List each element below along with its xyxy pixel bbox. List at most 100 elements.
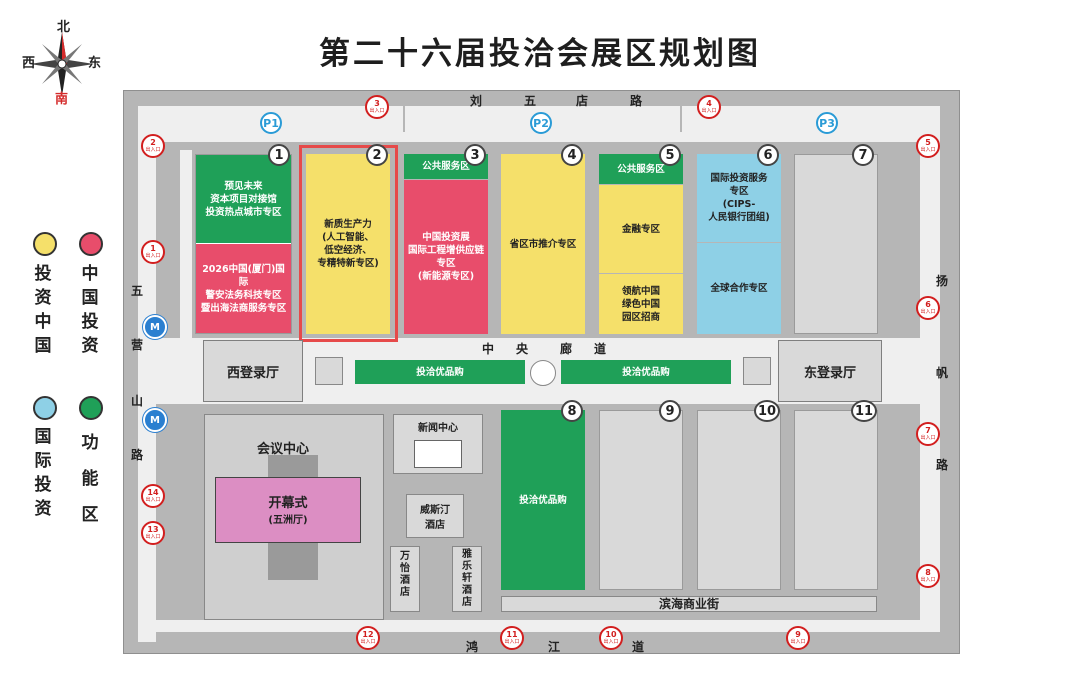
compass-west: 西	[22, 56, 36, 71]
road-north-3: 店	[576, 94, 589, 108]
road-east-3: 路	[936, 458, 949, 472]
hall-1-number: 1	[268, 144, 290, 166]
metro-icon[interactable]: M	[143, 408, 167, 432]
corridor-plaza-circle	[530, 360, 556, 386]
hall-1-top-zone[interactable]: 预见未来 资本项目对接馆 投资热点城市专区	[196, 155, 291, 243]
compass-south: 南	[55, 92, 69, 107]
opening-hall-label: 开幕式	[268, 496, 308, 511]
hall-5-finance-zone[interactable]: 金融专区	[599, 185, 683, 273]
road-west-1: 五	[131, 284, 144, 298]
east-lobby[interactable]: 东登录厅	[778, 340, 882, 402]
compass-east: 东	[88, 56, 102, 71]
road-east-1: 扬	[936, 274, 949, 288]
legend-yellow-dot	[33, 232, 57, 256]
road-north-1: 刘	[470, 94, 483, 108]
compass-north: 北	[57, 20, 71, 35]
legend-blue-dot	[33, 396, 57, 420]
hall-10[interactable]	[697, 410, 781, 590]
news-center-label: 新闻中心	[418, 423, 458, 434]
hall-7[interactable]	[794, 154, 878, 334]
hall-2-zone[interactable]: 新质生产力 (人工智能、 低空经济、 专精特新专区)	[306, 154, 390, 334]
legend-blue-label: 国际投资	[34, 427, 52, 519]
binhai-street[interactable]: 滨海商业街	[501, 596, 877, 612]
road-segment	[180, 150, 192, 340]
road-segment	[138, 132, 156, 642]
corridor-shop-east[interactable]: 投洽优品购	[561, 360, 731, 384]
hall-1-bottom-zone[interactable]: 2026中国(厦门)国际 警安法务科技专区 暨出海法商服务专区	[196, 244, 291, 333]
hall-3-number: 3	[464, 144, 486, 166]
road-south-3: 道	[632, 640, 645, 654]
legend-green-label: 功能区	[81, 433, 99, 525]
courtyard-hotel[interactable]: 万 怡 酒 店	[390, 546, 420, 612]
west-lobby[interactable]: 西登录厅	[203, 340, 303, 402]
legend-green-dot	[79, 396, 103, 420]
corridor-block	[743, 357, 771, 385]
corridor-2: 央	[516, 342, 529, 356]
hall-9[interactable]	[599, 410, 683, 590]
westin-hotel[interactable]: 威斯汀 酒店	[406, 494, 464, 538]
hall-8-number: 8	[561, 400, 583, 422]
hall-6-number: 6	[757, 144, 779, 166]
news-center[interactable]: 新闻中心	[393, 414, 483, 474]
aloft-hotel[interactable]: 雅 乐 轩 酒 店	[452, 546, 482, 612]
road-segment	[156, 338, 926, 358]
parking-p1-icon[interactable]: P1	[260, 112, 282, 134]
road-east-2: 帆	[936, 366, 949, 380]
hall-4-zone[interactable]: 省区市推介专区	[501, 154, 585, 334]
road-segment	[138, 620, 938, 632]
corridor-shop-west[interactable]: 投洽优品购	[355, 360, 525, 384]
compass-rose-icon	[30, 32, 94, 96]
opening-hall-sublabel: (五洲厅)	[268, 515, 308, 526]
opening-hall[interactable]: 开幕式 (五洲厅)	[215, 477, 361, 543]
map-title: 第二十六届投洽会展区规划图	[319, 36, 761, 72]
road-south-2: 江	[548, 640, 561, 654]
hall-9-number: 9	[659, 400, 681, 422]
road-south-1: 鸿	[466, 640, 479, 654]
hall-7-number: 7	[852, 144, 874, 166]
parking-p3-icon[interactable]: P3	[816, 112, 838, 134]
hall-6-bottom-zone[interactable]: 全球合作专区	[697, 243, 781, 334]
road-segment	[920, 132, 940, 632]
road-west-3: 山	[131, 394, 144, 408]
road-north-4: 路	[630, 94, 643, 108]
road-segment	[682, 106, 940, 132]
road-west-4: 路	[131, 448, 144, 462]
hall-3-zone[interactable]: 中国投资展 国际工程增供应链 专区 (新能源专区)	[404, 180, 488, 334]
hall-11-number: 11	[851, 400, 877, 422]
hall-8-zone[interactable]: 投洽优品购	[501, 410, 585, 590]
road-north-2: 五	[524, 94, 537, 108]
metro-icon[interactable]: M	[143, 315, 167, 339]
parking-p2-icon[interactable]: P2	[530, 112, 552, 134]
hall-5-number: 5	[659, 144, 681, 166]
road-west-2: 营	[131, 338, 144, 352]
news-center-room	[414, 440, 462, 468]
corridor-3: 廊	[560, 342, 573, 356]
hall-11[interactable]	[794, 410, 878, 590]
legend-yellow-label: 投资中国	[34, 264, 52, 356]
road-segment	[138, 132, 940, 142]
conference-center-label: 会议中心	[257, 442, 310, 457]
corridor-4: 道	[594, 342, 607, 356]
hall-2-highlight	[299, 145, 398, 342]
hall-4-number: 4	[561, 144, 583, 166]
legend-red-dot	[79, 232, 103, 256]
compass	[12, 14, 112, 104]
hall-2-number: 2	[366, 144, 388, 166]
hall-6-top-zone[interactable]: 国际投资服务 专区 (CIPS- 人民银行团组)	[697, 154, 781, 242]
hall-5-park-zone[interactable]: 领航中国 绿色中国 园区招商	[599, 274, 683, 334]
corridor-block	[315, 357, 343, 385]
